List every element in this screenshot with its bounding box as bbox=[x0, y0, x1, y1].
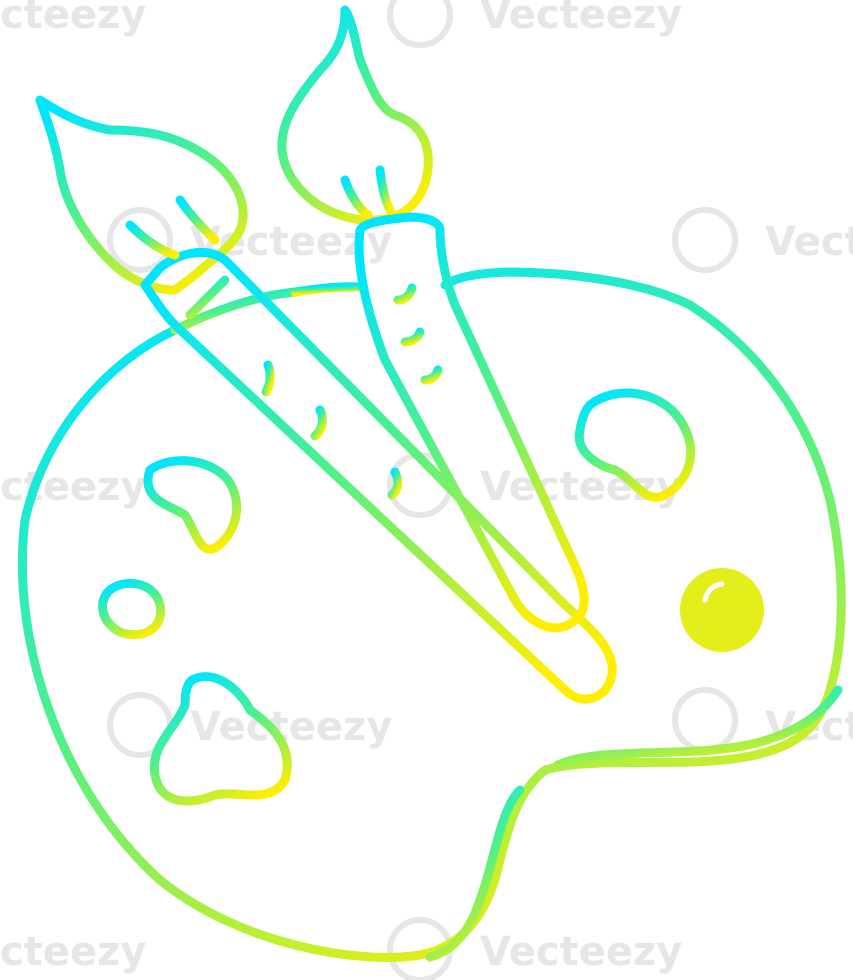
watermark-text: Vecte bbox=[765, 219, 853, 265]
paintbrush-icon bbox=[35, 95, 617, 704]
watermark-text: cteezy bbox=[0, 464, 146, 510]
paintbrush-icon bbox=[277, 5, 589, 633]
paint-palette-icon bbox=[17, 267, 846, 962]
watermark-text: cteezy bbox=[0, 0, 146, 38]
watermark-text: cteezy bbox=[0, 929, 146, 975]
paint-blob-icon bbox=[98, 388, 696, 806]
watermark-text: Vecteezy bbox=[190, 704, 392, 750]
watermark-text: Vecteezy bbox=[480, 464, 682, 510]
watermark-text: Vecteezy bbox=[480, 929, 682, 975]
watermark-text: Vecteezy bbox=[480, 0, 682, 38]
thumb-hole bbox=[680, 568, 764, 652]
